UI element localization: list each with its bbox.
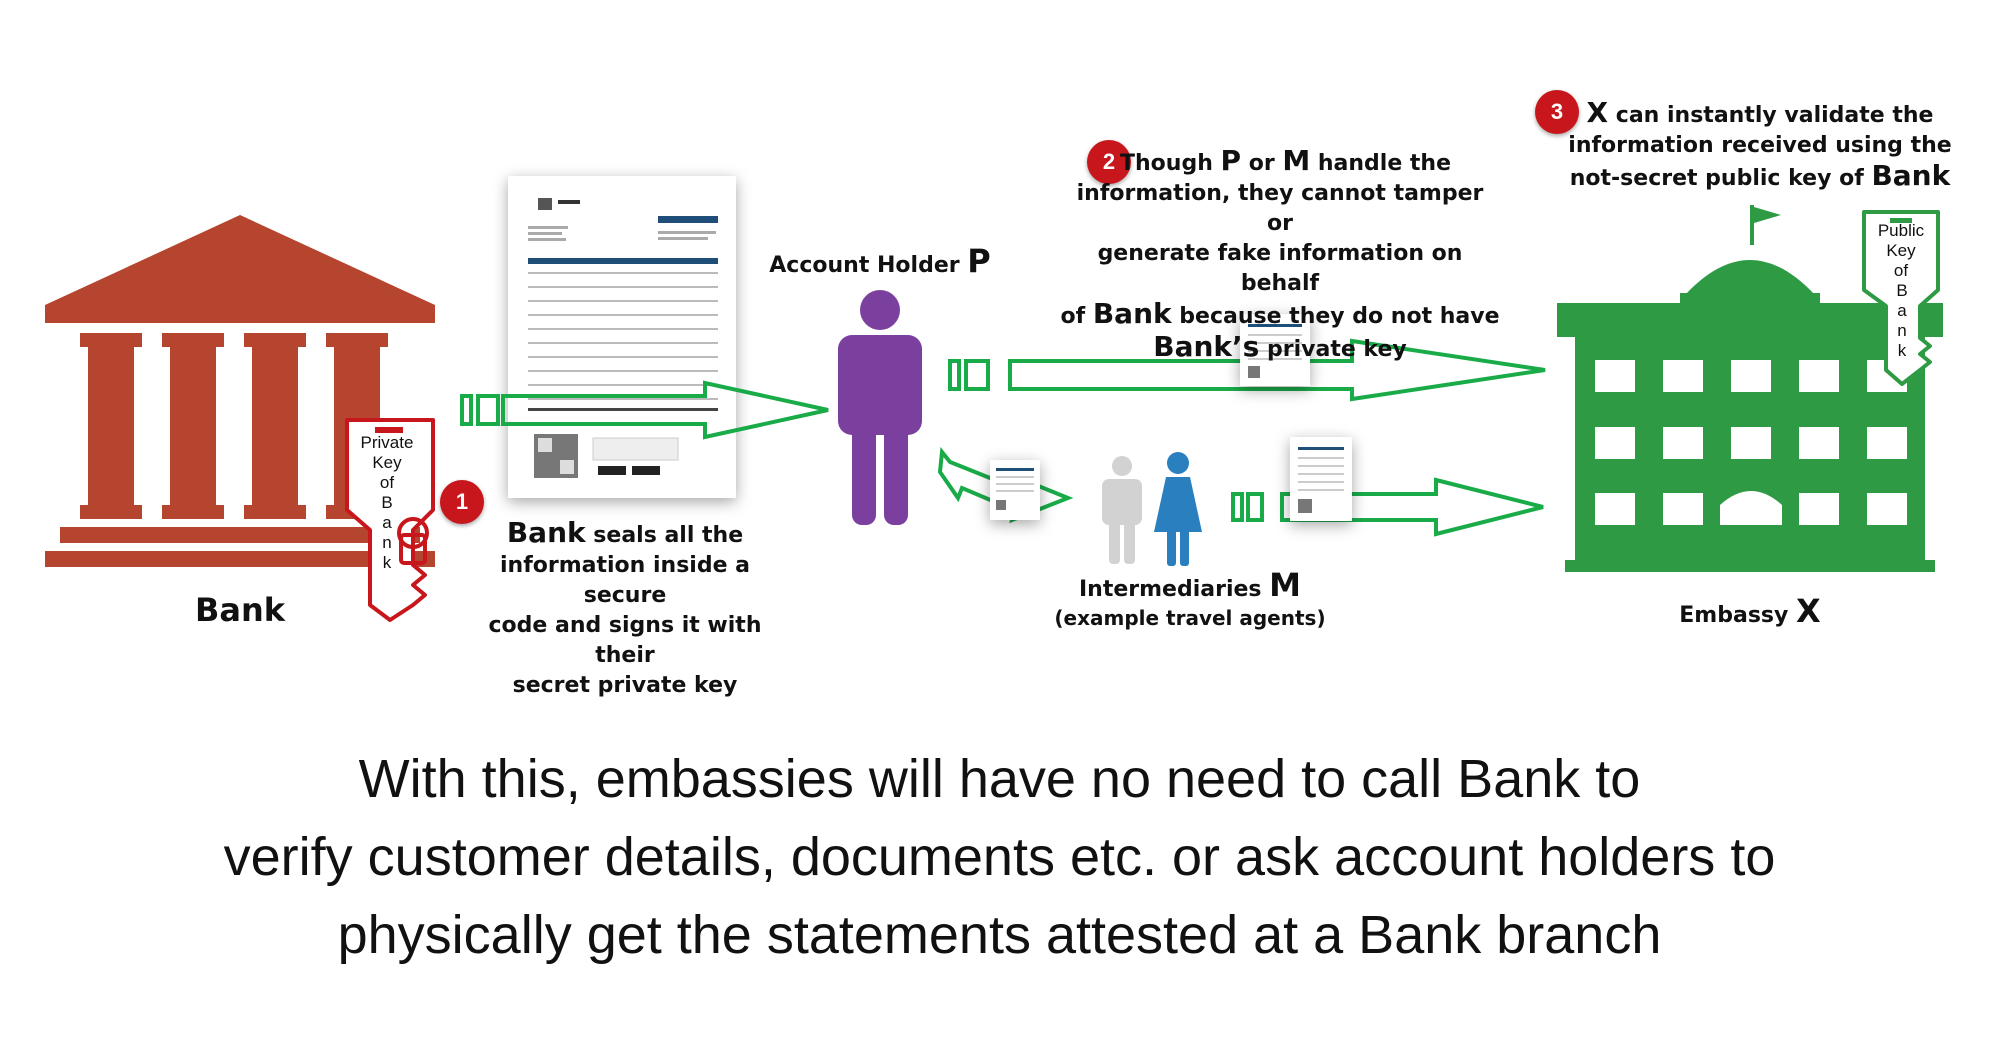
step-3-text: X can instantly validate the information…: [1568, 96, 1952, 192]
arrow-4-tail-block-1: [1231, 492, 1244, 522]
private-key-letter-b: B: [381, 493, 393, 512]
public-key-letter-n: n: [1897, 321, 1907, 340]
statement-content-icon: [528, 198, 718, 478]
private-key-letter-a: a: [382, 513, 392, 532]
embassy-label: Embassy X: [1679, 592, 1821, 630]
caption-line-1: With this, embassies will have no need t…: [358, 749, 1641, 809]
arrow-3-shape: [937, 446, 1074, 524]
small-document-1: [1240, 314, 1310, 386]
public-key-letter-a: a: [1897, 301, 1907, 320]
small-document-1-content-icon: [1248, 324, 1302, 378]
private-key-icon: [345, 418, 435, 622]
step-2-text: Though P or M handle the information, th…: [1060, 144, 1500, 363]
embassy-building-icon: [1557, 205, 1943, 572]
public-key-letter-b: B: [1896, 281, 1908, 300]
caption-line-3: physically get the statements attested a…: [337, 905, 1662, 965]
bank-seals-caption: Bank seals all the information inside a …: [488, 516, 762, 699]
holder-letter: P: [967, 242, 991, 280]
private-key-line-3: of: [379, 473, 395, 492]
small-document-2-content-icon: [996, 468, 1034, 510]
intermediaries-sub: (example travel agents): [1054, 606, 1326, 630]
bank-seals-bold: Bank: [506, 516, 586, 549]
intermediary-female-icon: [1154, 452, 1202, 566]
arrow-1-tail-block-2: [476, 394, 500, 426]
arrow-4-tail-block-2: [1246, 492, 1264, 522]
embassy-letter: X: [1796, 592, 1821, 630]
public-key-line-1: Public: [1877, 221, 1925, 240]
arrow-1-tail-block-1: [460, 394, 473, 426]
public-key-letter-k: k: [1897, 341, 1907, 360]
caption-line-2: verify customer details, documents etc. …: [223, 827, 1776, 887]
account-holder-person-icon: [838, 290, 922, 525]
intermediaries-letter: M: [1269, 566, 1302, 604]
intermediary-male-icon: [1102, 456, 1142, 564]
arrow-2-tail-block-2: [964, 359, 990, 391]
private-key-letter-n: n: [382, 533, 392, 552]
arrow-1-shape: [501, 380, 829, 440]
private-key-letter-k: k: [382, 553, 392, 572]
public-key-icon: [1862, 210, 1940, 386]
step-3-badge: 3: [1535, 90, 1579, 134]
bank-statement-document: [508, 176, 736, 498]
account-holder-label: Account Holder P: [769, 242, 991, 280]
arrow-2-shape: [1008, 338, 1546, 402]
private-key-line-1: Private: [360, 433, 414, 452]
private-key-line-2: Key: [372, 453, 402, 472]
step-2-badge: 2: [1087, 140, 1131, 184]
step-1-badge: 1: [440, 480, 484, 524]
public-key-line-3: of: [1893, 261, 1909, 280]
bottom-caption: With this, embassies will have no need t…: [0, 740, 1999, 974]
arrow-2-tail-block-1: [948, 359, 961, 391]
small-document-3-content-icon: [1298, 447, 1344, 513]
small-document-3: [1290, 437, 1352, 521]
public-key-line-2: Key: [1886, 241, 1916, 260]
bank-label: Bank: [194, 591, 286, 629]
intermediaries-label: Intermediaries M (example travel agents): [1040, 569, 1340, 631]
small-document-2: [990, 460, 1040, 520]
